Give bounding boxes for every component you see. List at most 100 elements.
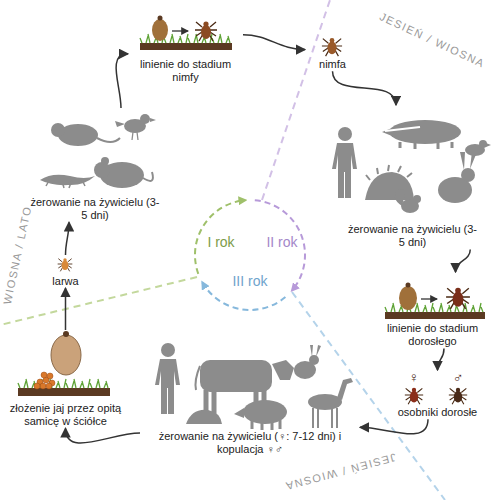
tick [172, 30, 188, 31]
host-animal [332, 127, 357, 198]
stage-caption: osobniki dorosłe [390, 406, 485, 419]
tick [58, 258, 73, 271]
year-label: III rok [232, 274, 267, 289]
host-animal [382, 128, 392, 136]
host-animal [186, 410, 222, 424]
stage-caption: żerowanie na żywicielu (3-5 dni) [348, 223, 478, 249]
year-arc [195, 200, 245, 274]
host-animal [337, 378, 353, 400]
host-animal [155, 359, 180, 414]
stage-caption: żerowanie na żywicielu (♀: 7-12 dni) i k… [145, 430, 355, 456]
host-animal [310, 345, 321, 357]
host-animal [313, 408, 337, 428]
host-animal [51, 123, 65, 137]
tick [406, 283, 411, 288]
stage-node: linienie do stadium dorosłego [375, 272, 490, 348]
host-animal [309, 355, 319, 365]
tick [51, 335, 81, 375]
tick [322, 38, 342, 56]
host-animal [94, 162, 110, 178]
season-divider [0, 0, 445, 500]
soil [18, 388, 110, 396]
host-animal [46, 179, 85, 188]
soil [385, 312, 485, 319]
host-animal [486, 143, 491, 147]
grass [18, 379, 108, 388]
tick [63, 331, 69, 337]
host-animal [385, 127, 420, 131]
cycle-arrow [66, 222, 70, 255]
tick [34, 383, 40, 389]
stage-node: żerowanie na żywicielu (3-5 dni) [330, 105, 495, 249]
stage-node: larwa [38, 255, 93, 288]
tick [421, 298, 437, 299]
tick [46, 383, 52, 389]
host-animal [366, 165, 412, 180]
host-animal [252, 420, 280, 430]
sex-symbol: ♂ [453, 370, 464, 385]
stage-node: linienie do stadium nimfy [128, 8, 243, 84]
host-animal [143, 172, 153, 181]
grass [18, 34, 483, 388]
tick [158, 16, 163, 21]
host-animal [196, 366, 201, 390]
host-animal [413, 195, 421, 203]
host-animal [155, 343, 180, 414]
cycle-arrow [243, 35, 305, 50]
stage-caption: żerowanie na żywicielu (3-5 dni) [30, 196, 160, 222]
host-animal [389, 120, 461, 144]
year-label: II rok [266, 235, 297, 250]
host-animal [140, 114, 150, 124]
host-animal [115, 118, 156, 127]
stage-caption: złożenie jaj przez opitą samicę w ściółc… [3, 402, 128, 428]
tick [405, 388, 423, 404]
season-label: JESIEŃ / WIOSNA [377, 10, 486, 69]
stage-caption: linienie do stadium dorosłego [378, 322, 488, 348]
season-label: WIOSNA / LATO [1, 205, 34, 306]
stage-node: osobniki dorosłe [390, 370, 485, 419]
host-animal [161, 343, 175, 357]
host-animal [400, 142, 452, 149]
stage-node: nimfa [305, 28, 360, 71]
soil [140, 43, 232, 50]
stage-caption: larwa [38, 275, 93, 288]
tick [40, 383, 46, 389]
tick [446, 288, 470, 309]
host-animal [132, 132, 138, 140]
sex-symbol: ♀ [409, 370, 420, 385]
cycle-arrow [116, 54, 128, 108]
host-animal [338, 127, 352, 141]
host-animal [97, 138, 120, 142]
stage-caption: linienie do stadium nimfy [131, 58, 241, 84]
host-animal [272, 360, 294, 380]
tick [152, 19, 168, 41]
tick [34, 372, 55, 389]
host-animal [332, 143, 357, 198]
grass [385, 303, 483, 312]
host-animal [200, 360, 272, 392]
host-animal [234, 408, 244, 418]
season-label: JESIEŃ / WIOSNA [283, 451, 397, 492]
tick [449, 388, 467, 404]
tick [399, 286, 417, 310]
stage-node: złożenie jaj przez opitą samicę w ściółc… [3, 330, 128, 428]
cycle-arrow [333, 71, 397, 105]
year-arc [195, 200, 305, 310]
year-label: I rok [207, 235, 234, 250]
cycle-arrow [456, 249, 471, 272]
host-animal [40, 114, 491, 430]
tick [41, 372, 47, 378]
season-divider [262, 0, 330, 200]
host-animal [308, 394, 342, 410]
stage-node: żerowanie na żywicielu (♀: 7-12 dni) i k… [140, 340, 360, 456]
tick [47, 373, 53, 379]
stage-node: żerowanie na żywicielu (3-5 dni) [30, 108, 160, 222]
stage-caption: nimfa [305, 58, 360, 71]
host-animal [101, 157, 109, 165]
host-animal [461, 168, 475, 182]
cycle-arrow [360, 419, 428, 434]
cycle-arrow [438, 348, 445, 370]
season-divider [0, 277, 197, 325]
tick [195, 21, 217, 41]
host-animal [479, 140, 487, 148]
